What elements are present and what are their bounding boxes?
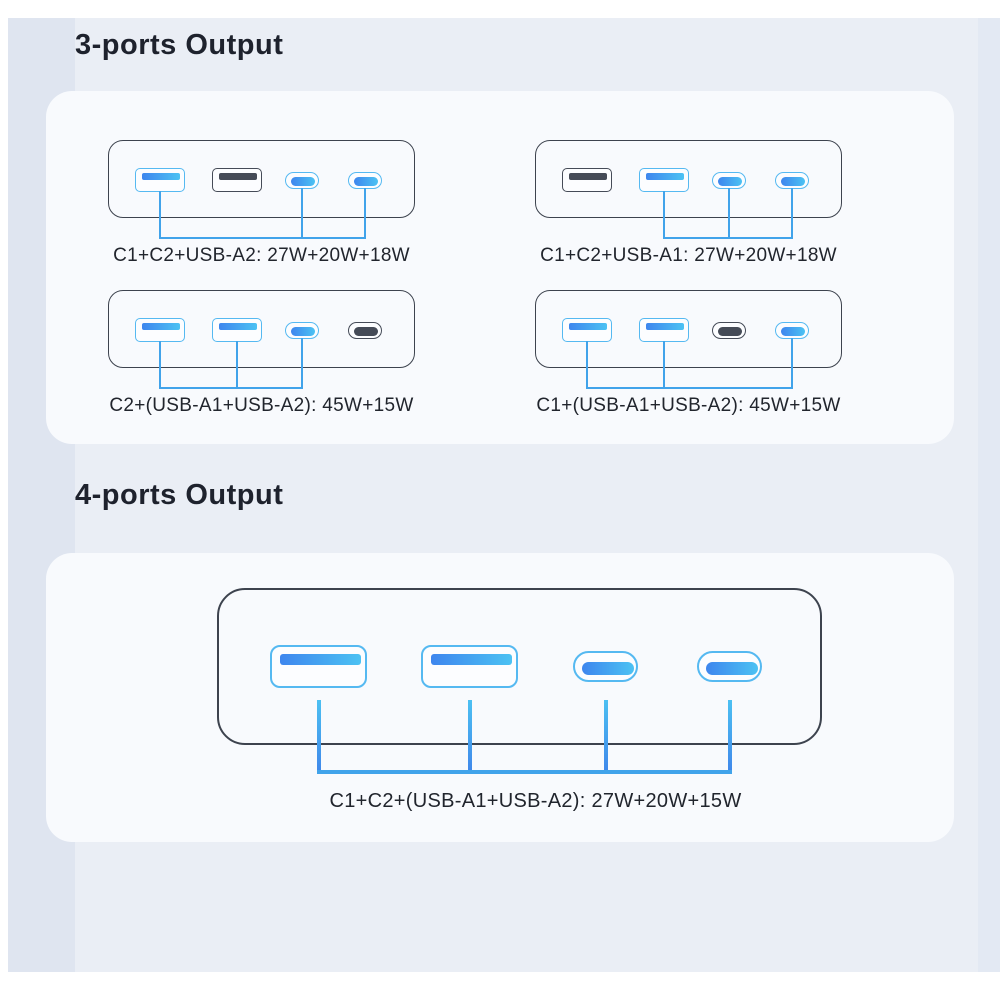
connector-line-vertical: [728, 188, 730, 239]
three-ports-card: C1+C2+USB-A2: 27W+20W+18W C1+C2+USB-A1: …: [46, 91, 954, 444]
diagram-c2-usba1-usba2: C2+(USB-A1+USB-A2): 45W+15W: [108, 290, 415, 435]
charger-body: [535, 290, 842, 368]
usb-a-port: [639, 318, 689, 342]
usb-c-pin: [781, 177, 805, 186]
connector-line-vertical: [364, 188, 366, 239]
usb-a-pin: [219, 323, 257, 330]
connector-line-vertical: [301, 338, 303, 389]
connector-line-vertical: [159, 341, 161, 389]
usb-a-port: [639, 168, 689, 192]
connector-line-horizontal: [663, 237, 793, 239]
four-ports-title: 4-ports Output: [75, 479, 284, 511]
connector-line-vertical: [663, 341, 665, 389]
connector-line-vertical: [727, 700, 732, 774]
diagram-c1-c2-usba2: C1+C2+USB-A2: 27W+20W+18W: [108, 140, 415, 285]
charger-body: [108, 290, 415, 368]
usb-a-port: [270, 645, 367, 688]
connector-line-vertical: [467, 700, 472, 774]
usb-c-port: [285, 322, 319, 339]
usb-c-pin: [354, 327, 378, 336]
three-ports-title: 3-ports Output: [75, 29, 284, 61]
connector-line-horizontal: [586, 387, 793, 389]
connector-line-vertical: [603, 700, 608, 774]
diagram-c1-c2-usba1: C1+C2+USB-A1: 27W+20W+18W: [535, 140, 842, 285]
charger-body: [535, 140, 842, 218]
output-combo-label: C1+C2+USB-A1: 27W+20W+18W: [540, 245, 837, 266]
usb-c-port: [712, 172, 746, 189]
output-combo-label: C1+(USB-A1+USB-A2): 45W+15W: [536, 395, 841, 416]
usb-c-port: [697, 651, 762, 682]
connector-line-vertical: [301, 188, 303, 239]
usb-a-pin: [569, 173, 607, 180]
connector-line-vertical: [236, 341, 238, 389]
usb-c-port: [775, 322, 809, 339]
usb-c-pin: [781, 327, 805, 336]
usb-a-port: [421, 645, 518, 688]
usb-a-port: [135, 168, 185, 192]
right-edge-band: [978, 18, 1000, 972]
diagram-c1-c2-usba1-usba2: C1+C2+(USB-A1+USB-A2): 27W+20W+15W: [217, 588, 822, 833]
connector-line-horizontal: [159, 387, 303, 389]
usb-a-port: [212, 318, 262, 342]
usb-c-pin: [718, 327, 742, 336]
usb-a-pin: [280, 654, 361, 665]
usb-c-pin: [291, 327, 315, 336]
connector-line-vertical: [791, 188, 793, 239]
usb-c-port: [712, 322, 746, 339]
usb-a-port: [212, 168, 262, 192]
usb-c-port: [775, 172, 809, 189]
charger-body: [217, 588, 822, 745]
diagram-c1-usba1-usba2: C1+(USB-A1+USB-A2): 45W+15W: [535, 290, 842, 435]
usb-c-pin: [718, 177, 742, 186]
connector-line-horizontal: [316, 770, 732, 774]
usb-a-pin: [142, 173, 180, 180]
connector-line-horizontal: [159, 237, 366, 239]
usb-c-pin: [582, 662, 634, 675]
four-ports-card: C1+C2+(USB-A1+USB-A2): 27W+20W+15W: [46, 553, 954, 842]
usb-c-pin: [291, 177, 315, 186]
usb-a-port: [562, 168, 612, 192]
connector-line-vertical: [586, 341, 588, 389]
charger-body: [108, 140, 415, 218]
connector-line-vertical: [791, 338, 793, 389]
connector-line-vertical: [316, 700, 321, 774]
output-combo-label: C2+(USB-A1+USB-A2): 45W+15W: [109, 395, 414, 416]
usb-a-pin: [431, 654, 512, 665]
usb-a-pin: [142, 323, 180, 330]
output-combo-label: C1+C2+(USB-A1+USB-A2): 27W+20W+15W: [329, 790, 742, 812]
usb-c-port: [348, 322, 382, 339]
usb-c-pin: [354, 177, 378, 186]
usb-a-port: [135, 318, 185, 342]
usb-c-port: [573, 651, 638, 682]
usb-a-pin: [646, 173, 684, 180]
connector-line-vertical: [663, 191, 665, 239]
usb-a-pin: [219, 173, 257, 180]
usb-a-pin: [646, 323, 684, 330]
usb-c-port: [285, 172, 319, 189]
usb-c-port: [348, 172, 382, 189]
output-combo-label: C1+C2+USB-A2: 27W+20W+18W: [113, 245, 410, 266]
connector-line-vertical: [159, 191, 161, 239]
usb-c-pin: [706, 662, 758, 675]
usb-a-pin: [569, 323, 607, 330]
usb-a-port: [562, 318, 612, 342]
